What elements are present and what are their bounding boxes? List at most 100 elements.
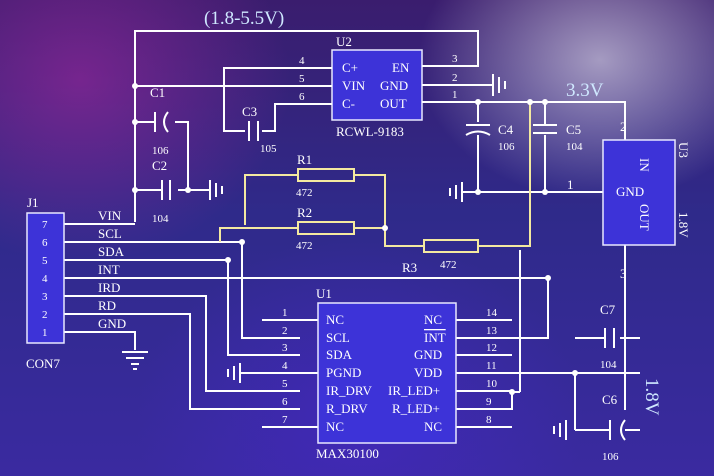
u2-pin-num: 6 [299,91,305,103]
u1-pin-name: R_LED+ [392,401,440,416]
u2-ref: U2 [336,34,352,49]
u1-pin-name: NC [326,419,344,434]
u2-pin-name: C+ [342,60,358,75]
resistor-r3[interactable]: R3 472 [402,239,479,275]
capacitor-c5[interactable]: C5 104 [533,122,583,153]
u1-pin-num: 9 [486,396,492,408]
u1-pin-name: GND [414,347,442,362]
c1-ref: C1 [150,85,165,100]
u2-part: RCWL-9183 [336,124,404,139]
r1-value: 472 [296,187,313,199]
c4-value: 106 [498,141,515,153]
connector-j1[interactable]: J1 CON7 7 6 5 4 3 2 1 VIN SCL SDA INT IR… [26,195,126,371]
u2-pin-num: 2 [452,72,458,84]
c5-value: 104 [566,141,583,153]
u2-pin-name: VIN [342,78,366,93]
c7-value: 104 [600,359,617,371]
j1-part: CON7 [26,356,60,371]
u3-pin-num: 3 [620,266,627,281]
u1-pin-num: 6 [282,396,288,408]
ground-icon [449,182,463,202]
u2-pin-num: 4 [299,55,305,67]
ground-icon [122,351,148,370]
j1-signal-label: RD [98,298,116,313]
ground-icon [227,363,241,383]
resistor-r1[interactable]: R1 472 [296,152,355,199]
chip-u3[interactable]: 2 1 3 GND IN OUT U3 1.8V [567,119,691,281]
u1-pin-name: INT [424,330,446,345]
j1-pin-num: 2 [42,309,48,321]
chip-u2[interactable]: U2 RCWL-9183 4 5 6 C+ VIN C- EN GND OUT … [299,34,458,139]
c3-value: 105 [260,143,277,155]
u3-pin-num: 2 [620,119,627,134]
u1-pin-name: IR_DRV [326,383,373,398]
wires [64,30,640,431]
c6-value: 106 [602,451,619,463]
j1-signal-label: GND [98,316,126,331]
u3-pin-out: OUT [637,204,652,231]
r1-ref: R1 [297,152,312,167]
r2-value: 472 [296,240,313,252]
u1-pin-num: 12 [486,342,497,354]
u1-pin-name: SCL [326,330,350,345]
ground-icon [553,420,567,440]
ground-icon [492,74,506,96]
capacitor-c2[interactable]: C2 104 [152,158,171,225]
rail-1v8-label: 1.8V [641,378,662,416]
u1-pin-num: 8 [486,414,492,426]
c1-value: 106 [152,145,169,157]
j1-pin-num: 1 [42,327,48,339]
j1-pin-num: 4 [42,273,48,285]
j1-pin-num: 5 [42,255,48,267]
u1-ref: U1 [316,286,332,301]
u1-pin-num: 2 [282,325,288,337]
u3-part: 1.8V [676,212,691,238]
u2-pin-name: OUT [380,96,407,111]
u2-pin-num: 3 [452,53,458,65]
c3-ref: C3 [242,104,257,119]
j1-signal-label: IRD [98,280,120,295]
u1-pin-num: 14 [486,307,498,319]
u1-pin-name: VDD [414,365,442,380]
u3-pin-num: 1 [567,177,574,192]
j1-signal-label: SCL [98,226,122,241]
r2-ref: R2 [297,205,312,220]
chip-u1[interactable]: U1 MAX30100 1 2 3 4 5 6 7 NC SCL SDA PGN… [282,286,498,461]
capacitor-c1[interactable]: C1 106 [150,85,169,157]
u1-pin-name: NC [424,419,442,434]
capacitor-c3[interactable]: C3 105 [242,104,277,155]
u1-left-pins: 1 2 3 4 5 6 7 NC SCL SDA PGND IR_DRV R_D… [282,307,373,434]
u1-pin-name: NC [424,312,442,327]
c4-ref: C4 [498,122,514,137]
u1-pin-num: 10 [486,378,498,390]
capacitor-c4[interactable]: C4 106 [465,122,515,153]
capacitor-c6[interactable]: C6 106 [602,392,626,463]
u3-ref: U3 [676,142,691,158]
j1-signal-label: SDA [98,244,125,259]
c7-ref: C7 [600,302,616,317]
u2-pin-name: C- [342,96,355,111]
u1-pin-num: 5 [282,378,288,390]
u2-pin-name: EN [392,60,410,75]
c2-ref: C2 [152,158,167,173]
junction-dots [132,83,578,395]
u1-pin-num: 4 [282,360,288,372]
u1-pin-num: 3 [282,342,288,354]
u1-pin-name: R_DRV [326,401,368,416]
c2-value: 104 [152,213,169,225]
u1-pin-num: 1 [282,307,288,319]
u3-pin-gnd: GND [616,184,644,199]
rail-3v3-label: 3.3V [566,80,604,101]
capacitor-c7[interactable]: C7 104 [600,302,617,371]
u1-pin-name: SDA [326,347,353,362]
u2-pin-name: GND [380,78,408,93]
ground-icon [209,180,223,200]
j1-pin-num: 7 [42,219,48,231]
ground-symbols [122,74,567,440]
u1-pin-num: 13 [486,325,498,337]
u1-pin-name: IR_LED+ [388,383,440,398]
resistor-r2[interactable]: R2 472 [296,205,355,252]
j1-signal-label: VIN [98,208,122,223]
u1-pin-name: NC [326,312,344,327]
